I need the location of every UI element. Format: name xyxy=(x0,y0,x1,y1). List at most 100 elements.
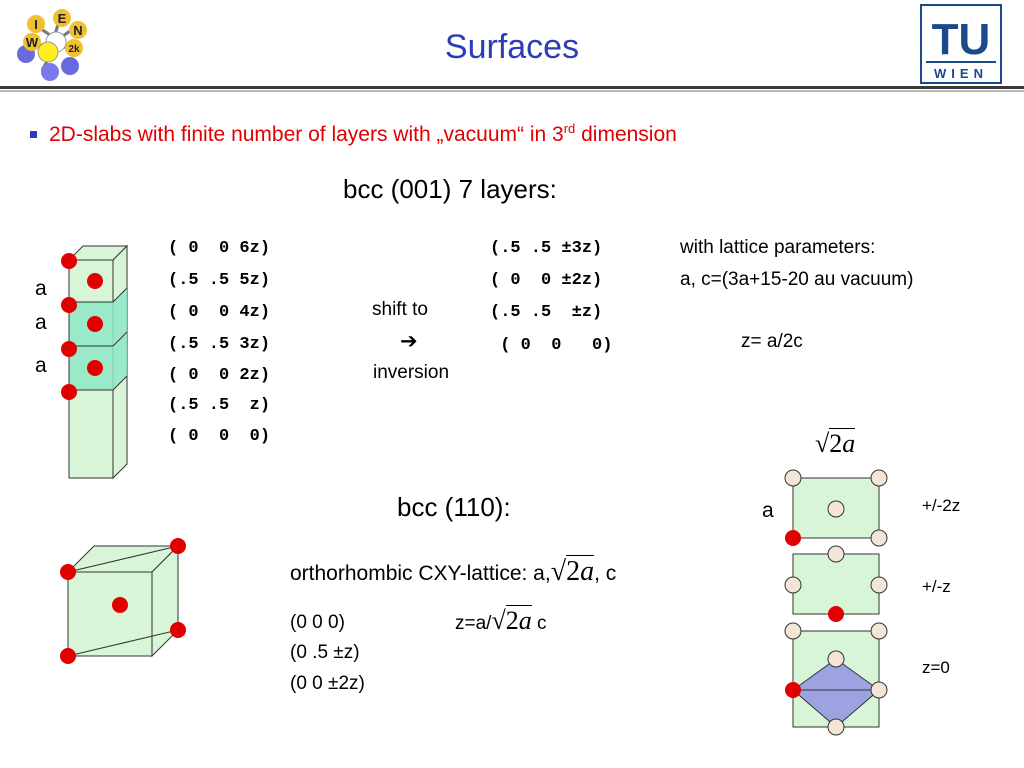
z-suffix: c xyxy=(531,613,547,634)
orthorhombic-lattice-line: orthorhombic CXY-lattice: a,√2a, c xyxy=(290,555,617,588)
layer-label: z=0 xyxy=(922,658,950,677)
position-110: (0 0 0) xyxy=(290,612,345,633)
logo-atom xyxy=(65,39,83,57)
bullet-text: 2D-slabs with finite number of layers wi… xyxy=(49,121,677,147)
atom-beige xyxy=(870,576,888,594)
page-title: Surfaces xyxy=(444,28,580,66)
atom-red xyxy=(785,530,801,546)
logo-atom xyxy=(41,63,59,81)
shifted-position-line: ( 0 0 0) xyxy=(490,336,613,355)
ortho-suffix: , c xyxy=(594,562,617,585)
sqrt-a: a xyxy=(518,606,532,635)
atom-corner xyxy=(61,384,77,400)
sqrt-a: a xyxy=(842,429,856,458)
sqrt-symbol: √ xyxy=(550,556,567,587)
position-line: ( 0 0 6z) xyxy=(168,239,271,258)
atom-red xyxy=(828,606,844,622)
atom-beige xyxy=(870,469,888,487)
atom-beige xyxy=(784,469,802,487)
header-rule xyxy=(0,86,1024,89)
lattice-label-a: a xyxy=(35,354,47,377)
atom-center xyxy=(87,273,103,289)
logo-atom xyxy=(61,57,79,75)
inversion-label: inversion xyxy=(373,362,450,383)
logo-letter: N xyxy=(73,23,82,38)
header-rule-shadow xyxy=(0,90,1024,92)
shifted-position-line: (.5 .5 ±3z) xyxy=(490,239,603,258)
atom-corner xyxy=(61,297,77,313)
bcc001-heading: bcc (001) 7 layers: xyxy=(343,174,557,204)
bullet-marker xyxy=(30,131,37,138)
atom-beige xyxy=(827,718,845,736)
wien2k-logo: I E W N 2k xyxy=(17,9,87,81)
atom-corner xyxy=(60,564,76,580)
sqrt-two: 2 xyxy=(566,556,581,587)
sqrt-radicand: 2a xyxy=(505,605,532,635)
z-definition: z= a/2c xyxy=(741,331,803,352)
layer-label: +/-z xyxy=(922,577,951,596)
sqrt-two: 2 xyxy=(829,429,843,458)
shifted-position-line: ( 0 0 ±2z) xyxy=(490,271,603,290)
atom-corner xyxy=(60,648,76,664)
bullet-superscript: rd xyxy=(563,121,576,136)
sqrt-two: 2 xyxy=(505,606,519,635)
shifted-position-line: (.5 .5 ±z) xyxy=(490,303,603,322)
arrow-right-icon: ➔ xyxy=(400,330,418,353)
logo-letter: W xyxy=(26,35,39,50)
atom-red xyxy=(785,682,801,698)
lattice-label-a: a xyxy=(35,277,47,300)
atom-beige xyxy=(827,650,845,668)
sqrt-radicand: 2a xyxy=(566,555,595,587)
bcc110-layer-stack xyxy=(784,469,888,736)
atom-beige xyxy=(827,545,845,563)
position-110: (0 .5 ±z) xyxy=(290,642,360,663)
z-formula: z=a/√2a c xyxy=(455,605,547,636)
bcc001-slab-diagram xyxy=(61,244,129,480)
position-line: ( 0 0 2z) xyxy=(168,366,271,385)
atom-corner xyxy=(170,622,186,638)
position-line: ( 0 0 0) xyxy=(168,427,271,446)
position-line: ( 0 0 4z) xyxy=(168,303,271,322)
atom-beige xyxy=(870,681,888,699)
atom-corner xyxy=(61,341,77,357)
tu-wien-logo: TU WIEN xyxy=(920,4,1002,84)
position-line: (.5 .5 3z) xyxy=(168,335,271,354)
bcc110-heading: bcc (110): xyxy=(397,492,511,522)
atom-beige xyxy=(827,500,845,518)
logo-letter: 2k xyxy=(68,44,80,55)
bcc110-cube-diagram xyxy=(60,538,186,664)
layer-label: +/-2z xyxy=(922,496,961,515)
shift-label: shift to xyxy=(372,299,428,320)
sqrt-symbol: √ xyxy=(491,606,506,635)
atom-center xyxy=(112,597,128,613)
lattice-parameters-line: a, c=(3a+15-20 au vacuum) xyxy=(680,269,914,290)
logo-atom xyxy=(53,9,71,27)
wien-letters: WIEN xyxy=(934,66,988,81)
bullet-text-main: 2D-slabs with finite number of layers wi… xyxy=(49,123,564,146)
logo-letter: E xyxy=(58,11,67,26)
position-line: (.5 .5 z) xyxy=(168,396,271,415)
atom-center xyxy=(87,360,103,376)
sqrt2a-label: √2a xyxy=(815,428,856,459)
atom-corner xyxy=(170,538,186,554)
position-110: (0 0 ±2z) xyxy=(290,673,365,694)
logo-letter: I xyxy=(34,17,38,32)
atom-beige xyxy=(870,529,888,547)
logo-atom xyxy=(27,15,45,33)
bullet-text-end: dimension xyxy=(575,123,677,146)
atom-beige xyxy=(784,622,802,640)
atom-center xyxy=(87,316,103,332)
sqrt-a: a xyxy=(580,556,595,587)
z-prefix: z=a/ xyxy=(455,613,492,634)
atom-corner xyxy=(61,253,77,269)
sqrt-symbol: √ xyxy=(815,429,830,458)
lattice-label-a: a xyxy=(35,311,47,334)
logo-atom xyxy=(37,41,59,63)
atom-beige xyxy=(784,576,802,594)
tu-letters: TU xyxy=(932,15,991,64)
atom-beige xyxy=(870,622,888,640)
lattice-label-a: a xyxy=(762,499,774,522)
logo-atom xyxy=(69,21,87,39)
ortho-prefix: orthorhombic CXY-lattice: a, xyxy=(290,562,551,585)
sqrt-radicand: 2a xyxy=(829,428,856,458)
